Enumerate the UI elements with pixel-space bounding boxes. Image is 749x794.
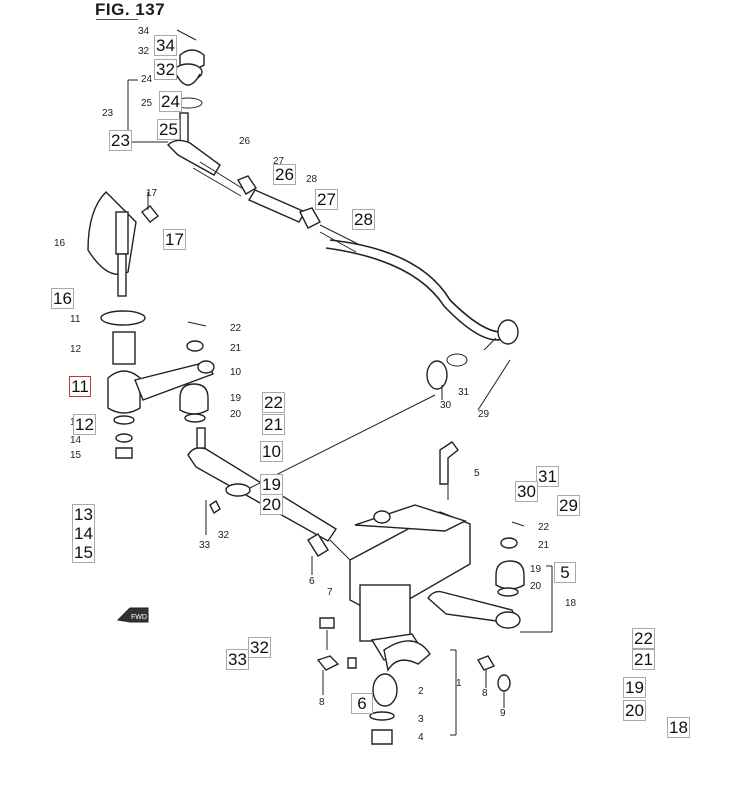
steering-gear-box	[316, 441, 511, 745]
callout: 12	[70, 344, 82, 355]
callout: 20	[230, 409, 242, 420]
tie-rod-sleeve	[236, 175, 361, 253]
callout: 11	[70, 314, 81, 325]
callout: 18	[565, 598, 577, 609]
hotspot-15[interactable]: 15	[74, 543, 93, 562]
drag-rod	[325, 239, 519, 411]
hotspot-33[interactable]: 33	[226, 649, 249, 670]
callout: 25	[141, 98, 153, 109]
fwd-arrow-text: FWD	[131, 614, 147, 621]
hotspot-11[interactable]: 11	[69, 376, 91, 397]
callout: 1	[456, 678, 462, 689]
hotspot-10[interactable]: 10	[260, 441, 283, 462]
idler-arm	[100, 310, 215, 459]
callout: 10	[230, 367, 242, 378]
callout: 32	[218, 530, 230, 541]
hotspot-13[interactable]: 13	[74, 505, 93, 524]
fwd-arrow-icon: FWD	[116, 607, 149, 623]
callout: 21	[230, 343, 242, 354]
hotspot-29[interactable]: 29	[557, 495, 580, 516]
callout: 4	[418, 732, 424, 743]
callout: 20	[530, 581, 542, 592]
callout: 22	[538, 522, 550, 533]
hotspot-22[interactable]: 22	[262, 392, 285, 413]
callout: 5	[474, 468, 480, 479]
arm-right	[427, 521, 553, 633]
hotspot-20[interactable]: 20	[260, 494, 283, 515]
hotspot-19[interactable]: 19	[260, 474, 283, 495]
hotspot-25[interactable]: 25	[157, 119, 180, 140]
callout: 30	[440, 400, 452, 411]
hotspot-22b[interactable]: 22	[632, 628, 655, 649]
hotspot-24[interactable]: 24	[159, 91, 182, 112]
hotspot-6[interactable]: 6	[351, 693, 373, 714]
callout: 22	[230, 323, 242, 334]
callout: 15	[70, 450, 82, 461]
hotspot-19b[interactable]: 19	[623, 677, 646, 698]
callout: 3	[418, 714, 424, 725]
callout: 34	[138, 26, 150, 37]
callout: 28	[306, 174, 318, 185]
hotspot-18[interactable]: 18	[667, 717, 690, 738]
hotspot-34[interactable]: 34	[154, 35, 177, 56]
hotspot-32[interactable]: 32	[154, 59, 177, 80]
hotspot-12[interactable]: 12	[73, 414, 96, 435]
idler-arm-bracket	[87, 191, 159, 297]
callout: 16	[54, 238, 66, 249]
hotspot-31[interactable]: 31	[536, 466, 559, 487]
callout: 17	[146, 188, 158, 199]
callout: 19	[230, 393, 242, 404]
callout: 2	[418, 686, 424, 697]
hotspot-17[interactable]: 17	[163, 229, 186, 250]
callout: 19	[530, 564, 542, 575]
hotspot-20b[interactable]: 20	[623, 700, 646, 721]
callout: 8	[482, 688, 488, 699]
hotspot-23[interactable]: 23	[109, 130, 132, 151]
callout: 7	[327, 587, 333, 598]
callout: 14	[70, 435, 82, 446]
hotspot-26[interactable]: 26	[273, 164, 296, 185]
callout: 29	[478, 409, 490, 420]
hotspot-30[interactable]: 30	[515, 481, 538, 502]
callout: 24	[141, 74, 153, 85]
callout: 21	[538, 540, 550, 551]
callout: 6	[309, 576, 315, 587]
callout: 23	[102, 108, 114, 119]
callout: 32	[138, 46, 150, 57]
hotspot-27[interactable]: 27	[315, 189, 338, 210]
hotspot-16[interactable]: 16	[51, 288, 74, 309]
hotspot-32b[interactable]: 32	[248, 637, 271, 658]
hotspot-5[interactable]: 5	[554, 562, 576, 583]
figure-title: FIG. 137	[95, 0, 166, 19]
hotspot-14[interactable]: 14	[74, 524, 93, 543]
callout: 9	[500, 708, 506, 719]
callout: 8	[319, 697, 325, 708]
hotspot-group-13-14-15[interactable]: 13 14 15	[72, 504, 95, 563]
title-underline	[96, 19, 138, 20]
hotspot-21b[interactable]: 21	[632, 649, 655, 670]
tie-rod-end-upper	[127, 29, 246, 197]
hotspot-21[interactable]: 21	[262, 414, 285, 435]
callout: 27	[273, 156, 285, 167]
callout: 31	[458, 387, 470, 398]
callout: 26	[239, 136, 251, 147]
hotspot-28[interactable]: 28	[352, 209, 375, 230]
callout: 33	[199, 540, 211, 551]
bushing-set-left	[179, 321, 209, 423]
